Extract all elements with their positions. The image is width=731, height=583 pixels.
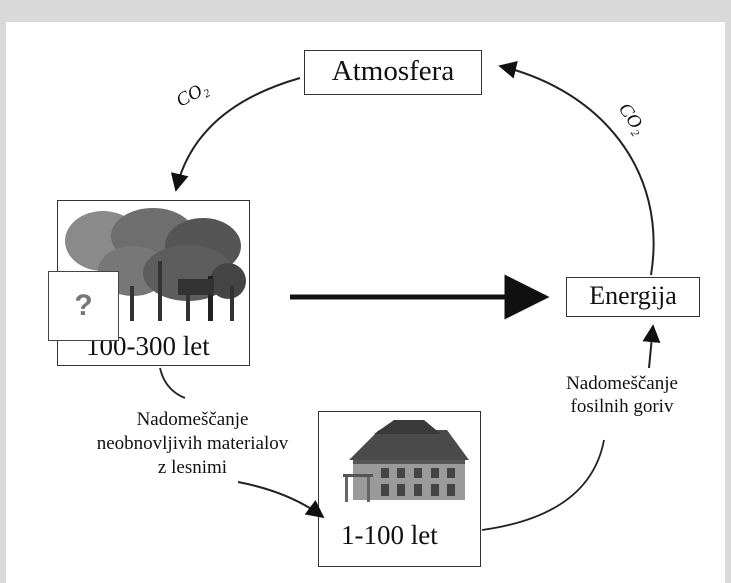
- material-substitution-line-3: z lesnimi: [157, 457, 228, 478]
- fossil-substitution-text: Nadomeščanje fosilnih goriv: [532, 372, 712, 418]
- atmosphere-node: Atmosfera: [304, 50, 482, 95]
- building-image: [343, 420, 469, 502]
- arrow-energy-to-atmosphere: [498, 61, 655, 276]
- arrow-fossil-to-energy: [642, 324, 661, 369]
- building-box: 1-100 let: [318, 411, 481, 567]
- fossil-substitution-line-1: Nadomeščanje: [566, 373, 678, 394]
- material-substitution-text: Nadomeščanje neobnovljivih materialov z …: [85, 408, 300, 480]
- building-to-fossil-line: [481, 439, 605, 531]
- energy-label: Energija: [589, 281, 677, 310]
- energy-node: Energija: [566, 277, 700, 317]
- arrow-atmosphere-to-forest: [170, 77, 301, 192]
- material-substitution-line-1: Nadomeščanje: [136, 409, 249, 430]
- arrow-substitution-to-building: [237, 481, 325, 519]
- material-substitution-line-2: neobnovljivih materialov: [96, 433, 289, 454]
- fossil-substitution-line-2: fosilnih goriv: [570, 396, 674, 417]
- missing-image-icon: ?: [48, 271, 119, 341]
- atmosphere-label: Atmosfera: [331, 55, 455, 87]
- forest-to-substitution-line: [159, 367, 186, 399]
- building-years-label: 1-100 let: [341, 520, 438, 550]
